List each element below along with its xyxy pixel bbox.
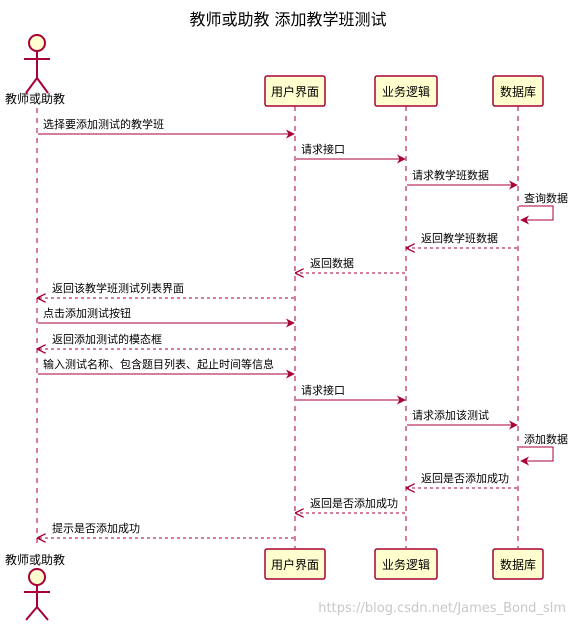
self-call-arrow bbox=[519, 446, 554, 466]
actor-left-leg bbox=[25, 606, 38, 621]
lifelines bbox=[36, 106, 519, 548]
message-label: 请求添加该测试 bbox=[412, 408, 489, 422]
participant-rect bbox=[492, 75, 544, 107]
message-label: 添加数据 bbox=[524, 432, 568, 446]
participant-rect bbox=[264, 548, 326, 580]
message: 添加数据 bbox=[519, 432, 568, 466]
message-label: 输入测试名称、包含题目列表、起止时间等信息 bbox=[43, 357, 274, 371]
actor-head bbox=[28, 568, 46, 586]
participant-name: 业务逻辑 bbox=[382, 557, 430, 572]
message-label: 返回是否添加成功 bbox=[421, 471, 509, 485]
message-label: 返回数据 bbox=[310, 256, 354, 270]
participant-name: 数据库 bbox=[500, 557, 536, 572]
message-label: 点击添加测试按钮 bbox=[43, 306, 131, 320]
self-call-arrow bbox=[519, 205, 554, 225]
message-label: 返回添加测试的模态框 bbox=[52, 332, 162, 346]
actor-top: 教师或助教 bbox=[5, 34, 65, 106]
participant-box: 业务逻辑 bbox=[374, 548, 438, 580]
participant-box: 数据库 bbox=[492, 548, 544, 580]
participant-box: 用户界面 bbox=[264, 548, 326, 580]
participant-name: 业务逻辑 bbox=[382, 84, 430, 99]
messages: 选择要添加测试的教学班请求接口请求教学班数据查询数据返回教学班数据返回数据返回该… bbox=[38, 117, 568, 538]
message-label: 返回该教学班测试列表界面 bbox=[52, 281, 184, 295]
participant-rect bbox=[374, 548, 438, 580]
actor-bottom: 教师或助教 bbox=[5, 552, 65, 621]
actor-right-leg bbox=[36, 77, 49, 94]
participant-box: 数据库 bbox=[492, 75, 544, 107]
participant-name: 用户界面 bbox=[271, 557, 319, 572]
watermark: https://blog.csdn.net/James_Bond_slm bbox=[318, 601, 566, 616]
participant-box: 业务逻辑 bbox=[374, 75, 438, 107]
message-label: 请求接口 bbox=[301, 143, 345, 156]
message: 请求教学班数据 bbox=[407, 168, 518, 190]
message: 提示是否添加成功 bbox=[38, 521, 294, 538]
message-label: 提示是否添加成功 bbox=[52, 521, 140, 535]
message-label: 返回教学班数据 bbox=[421, 231, 498, 245]
message: 查询数据 bbox=[519, 191, 568, 225]
actor-name: 教师或助教 bbox=[5, 91, 65, 106]
actor-head bbox=[28, 34, 46, 52]
message-label: 请求接口 bbox=[301, 384, 345, 397]
participant-box: 用户界面 bbox=[264, 75, 326, 107]
message: 输入测试名称、包含题目列表、起止时间等信息 bbox=[38, 357, 295, 379]
participant-name: 用户界面 bbox=[271, 84, 319, 99]
message: 点击添加测试按钮 bbox=[38, 306, 295, 328]
actor-left-leg bbox=[25, 77, 38, 94]
message: 选择要添加测试的教学班 bbox=[38, 117, 295, 139]
participant-name: 数据库 bbox=[500, 84, 536, 99]
participant-rect bbox=[374, 75, 438, 107]
actor-right-leg bbox=[36, 606, 49, 621]
message-label: 选择要添加测试的教学班 bbox=[43, 117, 164, 131]
participant-rect bbox=[492, 548, 544, 580]
message: 返回该教学班测试列表界面 bbox=[38, 281, 294, 298]
message: 请求添加该测试 bbox=[407, 408, 518, 430]
actor-name: 教师或助教 bbox=[5, 552, 65, 567]
diagram-title: 教师或助教 添加教学班测试 bbox=[189, 10, 386, 29]
message: 返回是否添加成功 bbox=[407, 471, 517, 488]
message: 返回添加测试的模态框 bbox=[38, 332, 294, 349]
participant-rect bbox=[264, 75, 326, 107]
message: 请求接口 bbox=[296, 143, 406, 164]
message: 请求接口 bbox=[296, 384, 406, 405]
message-label: 请求教学班数据 bbox=[412, 168, 489, 182]
message: 返回数据 bbox=[296, 256, 405, 273]
message-label: 查询数据 bbox=[524, 191, 568, 205]
message-label: 返回是否添加成功 bbox=[310, 496, 398, 510]
message: 返回教学班数据 bbox=[407, 231, 517, 248]
message: 返回是否添加成功 bbox=[296, 496, 405, 513]
